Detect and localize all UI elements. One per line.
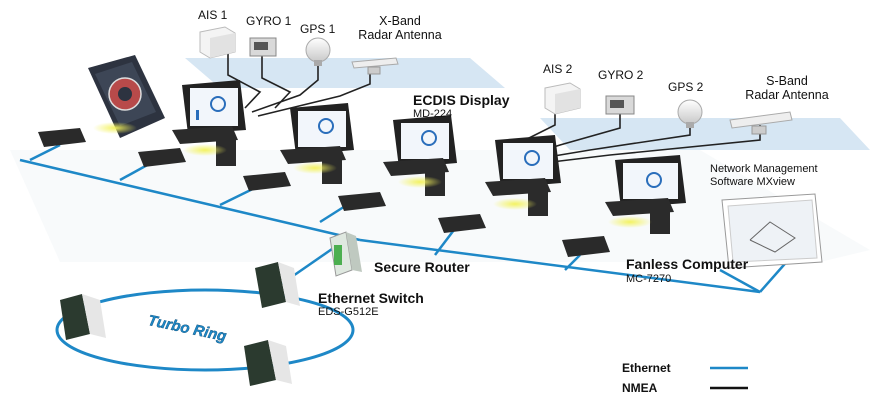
legend-nmea-label: NMEA xyxy=(622,381,658,395)
label-gps1: GPS 1 xyxy=(300,22,336,36)
ethernet-switch-device xyxy=(255,262,300,308)
label-ais2: AIS 2 xyxy=(543,62,573,76)
gps1-antenna xyxy=(305,37,331,66)
secure-router-device xyxy=(329,231,362,277)
label-network-mgmt-line2: Software MXview xyxy=(710,176,795,188)
label-fanless-title: Fanless Computer xyxy=(626,256,749,272)
label-gyro2: GYRO 2 xyxy=(598,68,644,82)
ecdis-console-4 xyxy=(485,135,561,216)
gyro2-device xyxy=(605,95,635,115)
label-sband: S-Band Radar Antenna xyxy=(732,74,842,102)
label-switch-model: EDS-G512E xyxy=(318,306,379,318)
ecdis-console-2 xyxy=(280,103,354,184)
radar-console xyxy=(88,55,165,138)
ais1-device xyxy=(199,26,236,59)
ais2-device xyxy=(544,82,581,115)
sensor-panel-mid xyxy=(540,118,870,150)
label-secure-router: Secure Router xyxy=(374,259,470,275)
label-ecdis-model: MD-224 xyxy=(413,108,453,120)
label-xband-line1: X-Band xyxy=(379,14,421,28)
gps2-antenna xyxy=(677,99,703,128)
label-xband-line2: Radar Antenna xyxy=(358,28,442,42)
label-network-mgmt-line1: Network Management xyxy=(710,163,818,175)
ecdis-console-1 xyxy=(172,80,246,166)
mxview-screenshot xyxy=(721,193,823,269)
label-switch-title: Ethernet Switch xyxy=(318,290,424,306)
legend-ethernet-label: Ethernet xyxy=(622,361,671,375)
label-sband-line2: Radar Antenna xyxy=(745,88,829,102)
label-ecdis-title: ECDIS Display xyxy=(413,92,510,108)
label-sband-line1: S-Band xyxy=(766,74,808,88)
label-gyro1: GYRO 1 xyxy=(246,14,292,28)
label-fanless-model: MC-7270 xyxy=(626,273,672,285)
label-ais1: AIS 1 xyxy=(198,8,228,22)
fanless-computer-boxes xyxy=(38,128,610,257)
label-xband: X-Band Radar Antenna xyxy=(350,14,450,42)
label-network-mgmt: Network Management Software MXview xyxy=(710,163,818,189)
ecdis-console-5 xyxy=(605,155,686,234)
ring-switch-bottom xyxy=(244,340,292,386)
label-gps2: GPS 2 xyxy=(668,80,704,94)
xband-radar-antenna xyxy=(351,57,399,75)
ecdis-console-3 xyxy=(383,115,457,196)
sband-radar-antenna xyxy=(729,111,793,135)
ring-switch-left xyxy=(60,294,106,340)
sensor-panel-top xyxy=(185,58,505,88)
gyro1-device xyxy=(249,37,277,57)
